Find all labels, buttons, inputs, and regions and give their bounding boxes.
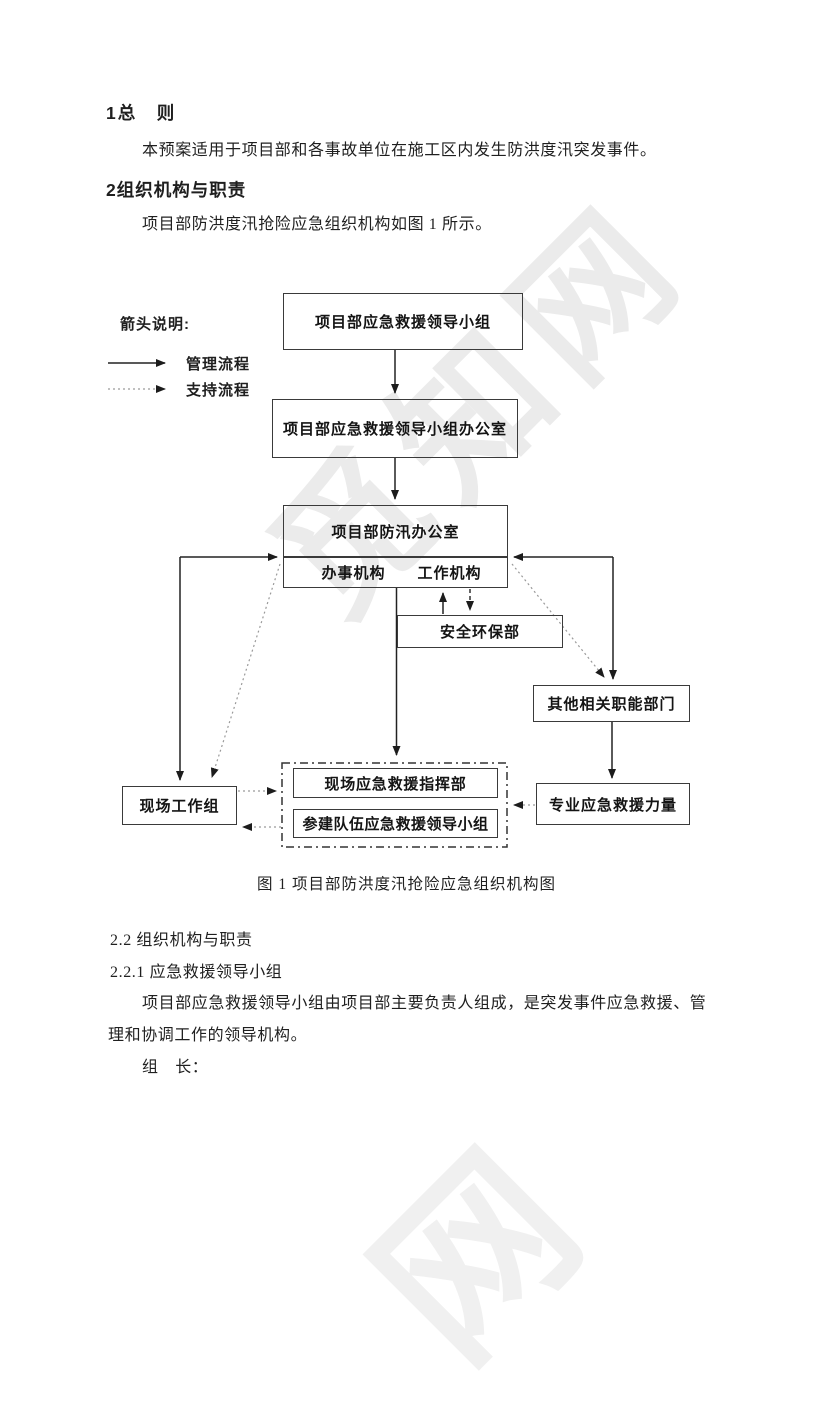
joint-command-group-border — [281, 762, 508, 848]
flowchart-connectors — [108, 350, 617, 848]
section-2-paragraph: 项目部防洪度汛抢险应急组织机构如图 1 所示。 — [142, 216, 492, 233]
section-2-2-1-paragraph-line1: 项目部应急救援领导小组由项目部主要负责人组成，是突发事件应急救援、管 — [142, 995, 707, 1012]
node-leader-group: 项目部应急救援领导小组 — [283, 293, 523, 350]
node-other-depts: 其他相关职能部门 — [533, 685, 690, 722]
section-2-heading: 2组织机构与职责 — [106, 180, 247, 200]
management-flow-arrows — [176, 350, 617, 781]
node-flood-office: 项目部防汛办公室 — [283, 505, 508, 557]
legend-arrow-samples — [108, 359, 166, 393]
node-site-command: 现场应急救援指挥部 — [293, 768, 498, 798]
section-1-heading: 1总 则 — [106, 103, 177, 123]
legend-title: 箭头说明: — [120, 316, 190, 333]
section-1-paragraph: 本预案适用于项目部和各事故单位在施工区内发生防洪度汛突发事件。 — [142, 142, 657, 159]
node-flood-office-substrip: 办事机构 工作机构 — [283, 557, 508, 588]
document-page: { "doc": { "h1": "1总 则", "p1": "本预案适用于项目… — [106, 103, 718, 1397]
node-safety-dept: 安全环保部 — [397, 615, 563, 648]
figure-caption: 图 1 项目部防洪度汛抢险应急组织机构图 — [257, 876, 557, 893]
node-team-group: 参建队伍应急救援领导小组 — [293, 809, 498, 838]
label-work-body: 工作机构 — [417, 565, 482, 582]
support-flow-arrows — [210, 563, 605, 831]
node-pro-rescue: 专业应急救援力量 — [536, 783, 690, 825]
legend-support-flow-label: 支持流程 — [186, 382, 251, 399]
node-site-team: 现场工作组 — [122, 786, 237, 825]
node-leader-office: 项目部应急救援领导小组办公室 — [272, 399, 518, 458]
section-2-2-1-heading: 2.2.1 应急救援领导小组 — [110, 964, 283, 981]
section-2-2-heading: 2.2 组织机构与职责 — [110, 932, 253, 949]
leader-role-label: 组 长： — [142, 1059, 209, 1076]
legend-management-flow-label: 管理流程 — [186, 356, 251, 373]
label-admin-body: 办事机构 — [321, 565, 386, 582]
section-2-2-1-paragraph-line2: 理和协调工作的领导机构。 — [108, 1027, 308, 1044]
